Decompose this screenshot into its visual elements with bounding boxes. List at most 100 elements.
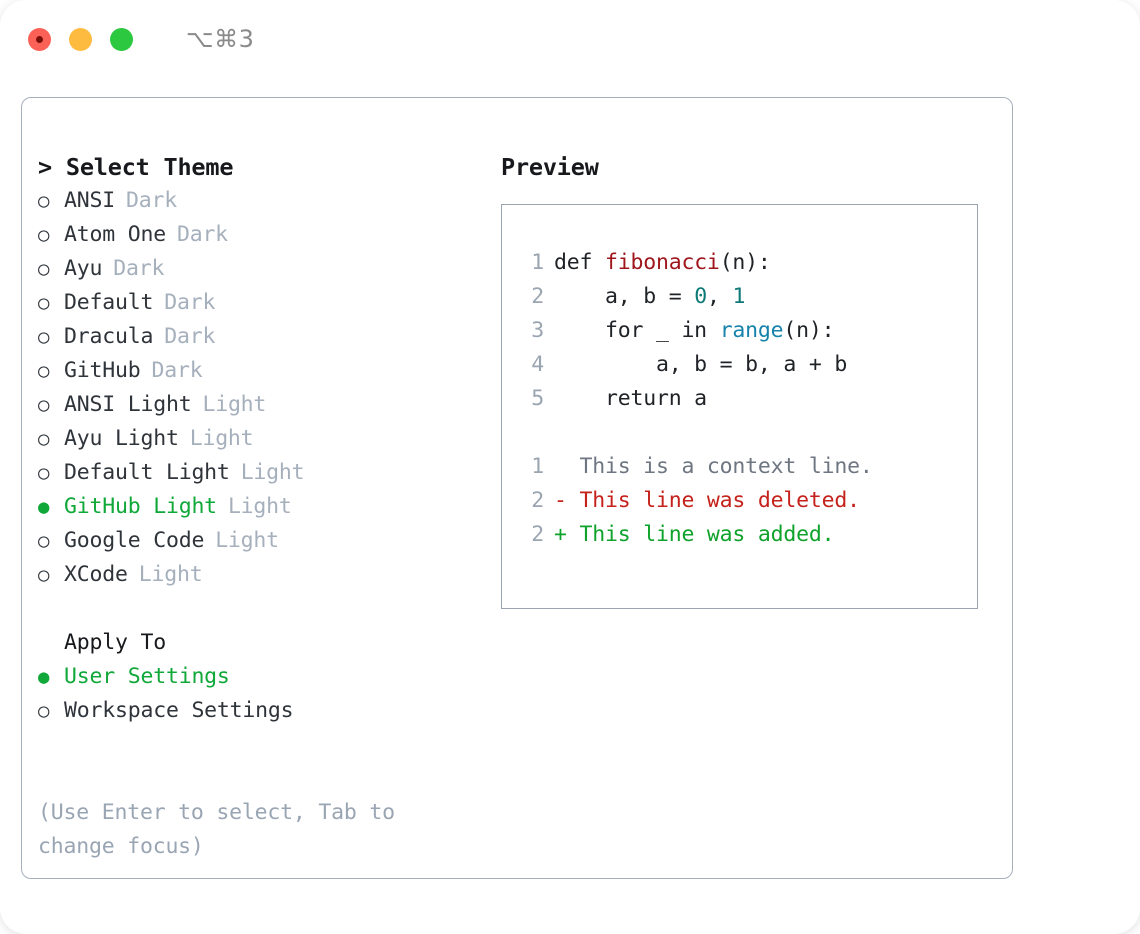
theme-option-atom-one[interactable]: ○ Atom One Dark: [38, 218, 498, 252]
code-token-plain: (n):: [783, 318, 835, 343]
theme-option-label: GitHub: [64, 358, 141, 383]
theme-option-default[interactable]: ○ Default Dark: [38, 286, 498, 320]
keyboard-hint-text: (Use Enter to select, Tab to change focu…: [38, 800, 408, 859]
theme-category-tag: Light: [240, 460, 305, 485]
diff-line-content: + This line was added.: [554, 522, 835, 547]
code-token-num: 1: [732, 284, 746, 309]
code-token-plain: def: [554, 250, 605, 275]
preview-heading: Preview: [501, 153, 599, 181]
radio-unselected-icon: ○: [38, 700, 50, 722]
code-line-number: 3: [531, 318, 544, 343]
code-token-num: 0: [694, 284, 707, 309]
code-token-plain: for _ in: [554, 318, 720, 343]
radio-unselected-icon: ○: [38, 190, 50, 212]
code-diff-spacer: [518, 416, 971, 450]
apply-to-option-label: Workspace Settings: [64, 698, 294, 723]
theme-option-label: Google Code: [64, 528, 205, 553]
theme-option-label: Atom One: [64, 222, 166, 247]
radio-selected-icon: ●: [38, 666, 50, 688]
close-window-button[interactable]: [28, 27, 51, 51]
code-token-call: range: [719, 318, 784, 343]
diff-line-content: This is a context line.: [554, 454, 873, 479]
theme-category-tag: Light: [215, 528, 279, 553]
code-line-number: 2: [531, 284, 544, 309]
code-token-plain: a, b = b, a + b: [554, 352, 848, 377]
theme-category-tag: Dark: [164, 290, 216, 315]
theme-option-label: GitHub Light: [64, 494, 217, 519]
diff-line-number: 1: [531, 454, 544, 479]
code-line: 5 return a: [518, 382, 971, 416]
apply-to-list[interactable]: ● User Settings ○ Workspace Settings: [38, 660, 498, 728]
theme-category-tag: Light: [202, 392, 267, 417]
radio-unselected-icon: ○: [38, 564, 50, 586]
theme-category-tag: Dark: [151, 358, 203, 383]
traffic-light-buttons: [28, 27, 133, 51]
theme-option-github[interactable]: ○ GitHub Dark: [38, 354, 498, 388]
minimize-window-button[interactable]: [69, 27, 92, 51]
theme-option-label: Ayu Light: [64, 426, 179, 451]
radio-unselected-icon: ○: [38, 326, 50, 348]
code-line-content: a, b = b, a + b: [554, 348, 847, 382]
code-line-number: 5: [531, 386, 544, 411]
theme-option-label: Ayu: [64, 256, 103, 281]
code-token-fn: fibonacci: [604, 250, 720, 275]
theme-category-tag: Dark: [125, 188, 177, 213]
radio-selected-icon: ●: [38, 496, 50, 518]
theme-option-label: Default Light: [64, 460, 230, 485]
radio-unselected-icon: ○: [38, 530, 50, 552]
apply-to-option-workspace-settings[interactable]: ○ Workspace Settings: [38, 694, 498, 728]
theme-option-ayu-light[interactable]: ○ Ayu Light Light: [38, 422, 498, 456]
theme-category-tag: Light: [138, 562, 203, 587]
theme-option-label: ANSI: [64, 188, 115, 213]
select-theme-heading: > Select Theme: [38, 153, 234, 181]
radio-unselected-icon: ○: [38, 360, 50, 382]
code-line-content: for _ in range(n):: [554, 314, 835, 348]
apply-to-option-label: User Settings: [64, 664, 230, 689]
theme-option-google-code[interactable]: ○ Google Code Light: [38, 524, 498, 558]
theme-option-ansi[interactable]: ○ ANSI Dark: [38, 184, 498, 218]
zoom-window-button[interactable]: [110, 27, 133, 51]
code-line-content: def fibonacci(n):: [554, 246, 771, 280]
theme-category-tag: Light: [189, 426, 254, 451]
theme-category-tag: Light: [227, 494, 292, 519]
theme-option-dracula[interactable]: ○ Dracula Dark: [38, 320, 498, 354]
code-token-plain: (n):: [719, 250, 771, 275]
radio-unselected-icon: ○: [38, 224, 50, 246]
code-line: 2 a, b = 0, 1: [518, 280, 971, 314]
theme-option-github-light[interactable]: ● GitHub Light Light: [38, 490, 498, 524]
code-line: 4 a, b = b, a + b: [518, 348, 971, 382]
diff-line-number: 2: [531, 488, 544, 513]
diff-line-context: 1 This is a context line.: [518, 450, 971, 484]
radio-unselected-icon: ○: [38, 462, 50, 484]
code-line-number: 1: [531, 250, 544, 275]
code-line: 3 for _ in range(n):: [518, 314, 971, 348]
theme-option-label: Dracula: [64, 324, 154, 349]
radio-unselected-icon: ○: [38, 292, 50, 314]
code-token-plain: a, b =: [554, 284, 695, 309]
theme-option-default-light[interactable]: ○ Default Light Light: [38, 456, 498, 490]
diff-line-number: 2: [531, 522, 544, 547]
radio-unselected-icon: ○: [38, 428, 50, 450]
code-line: 1 def fibonacci(n):: [518, 246, 971, 280]
theme-category-tag: Dark: [176, 222, 228, 247]
diff-line-deleted: 2- This line was deleted.: [518, 484, 971, 518]
radio-unselected-icon: ○: [38, 258, 50, 280]
keyboard-shortcut-label: ⌥⌘3: [186, 25, 255, 53]
theme-option-label: Default: [64, 290, 154, 315]
code-line-content: return a: [554, 382, 707, 416]
apply-to-heading: Apply To: [64, 630, 166, 655]
theme-category-tag: Dark: [164, 324, 216, 349]
code-token-plain: return a: [554, 386, 707, 411]
theme-category-tag: Dark: [113, 256, 165, 281]
theme-option-ayu[interactable]: ○ Ayu Dark: [38, 252, 498, 286]
apply-to-option-user-settings[interactable]: ● User Settings: [38, 660, 498, 694]
